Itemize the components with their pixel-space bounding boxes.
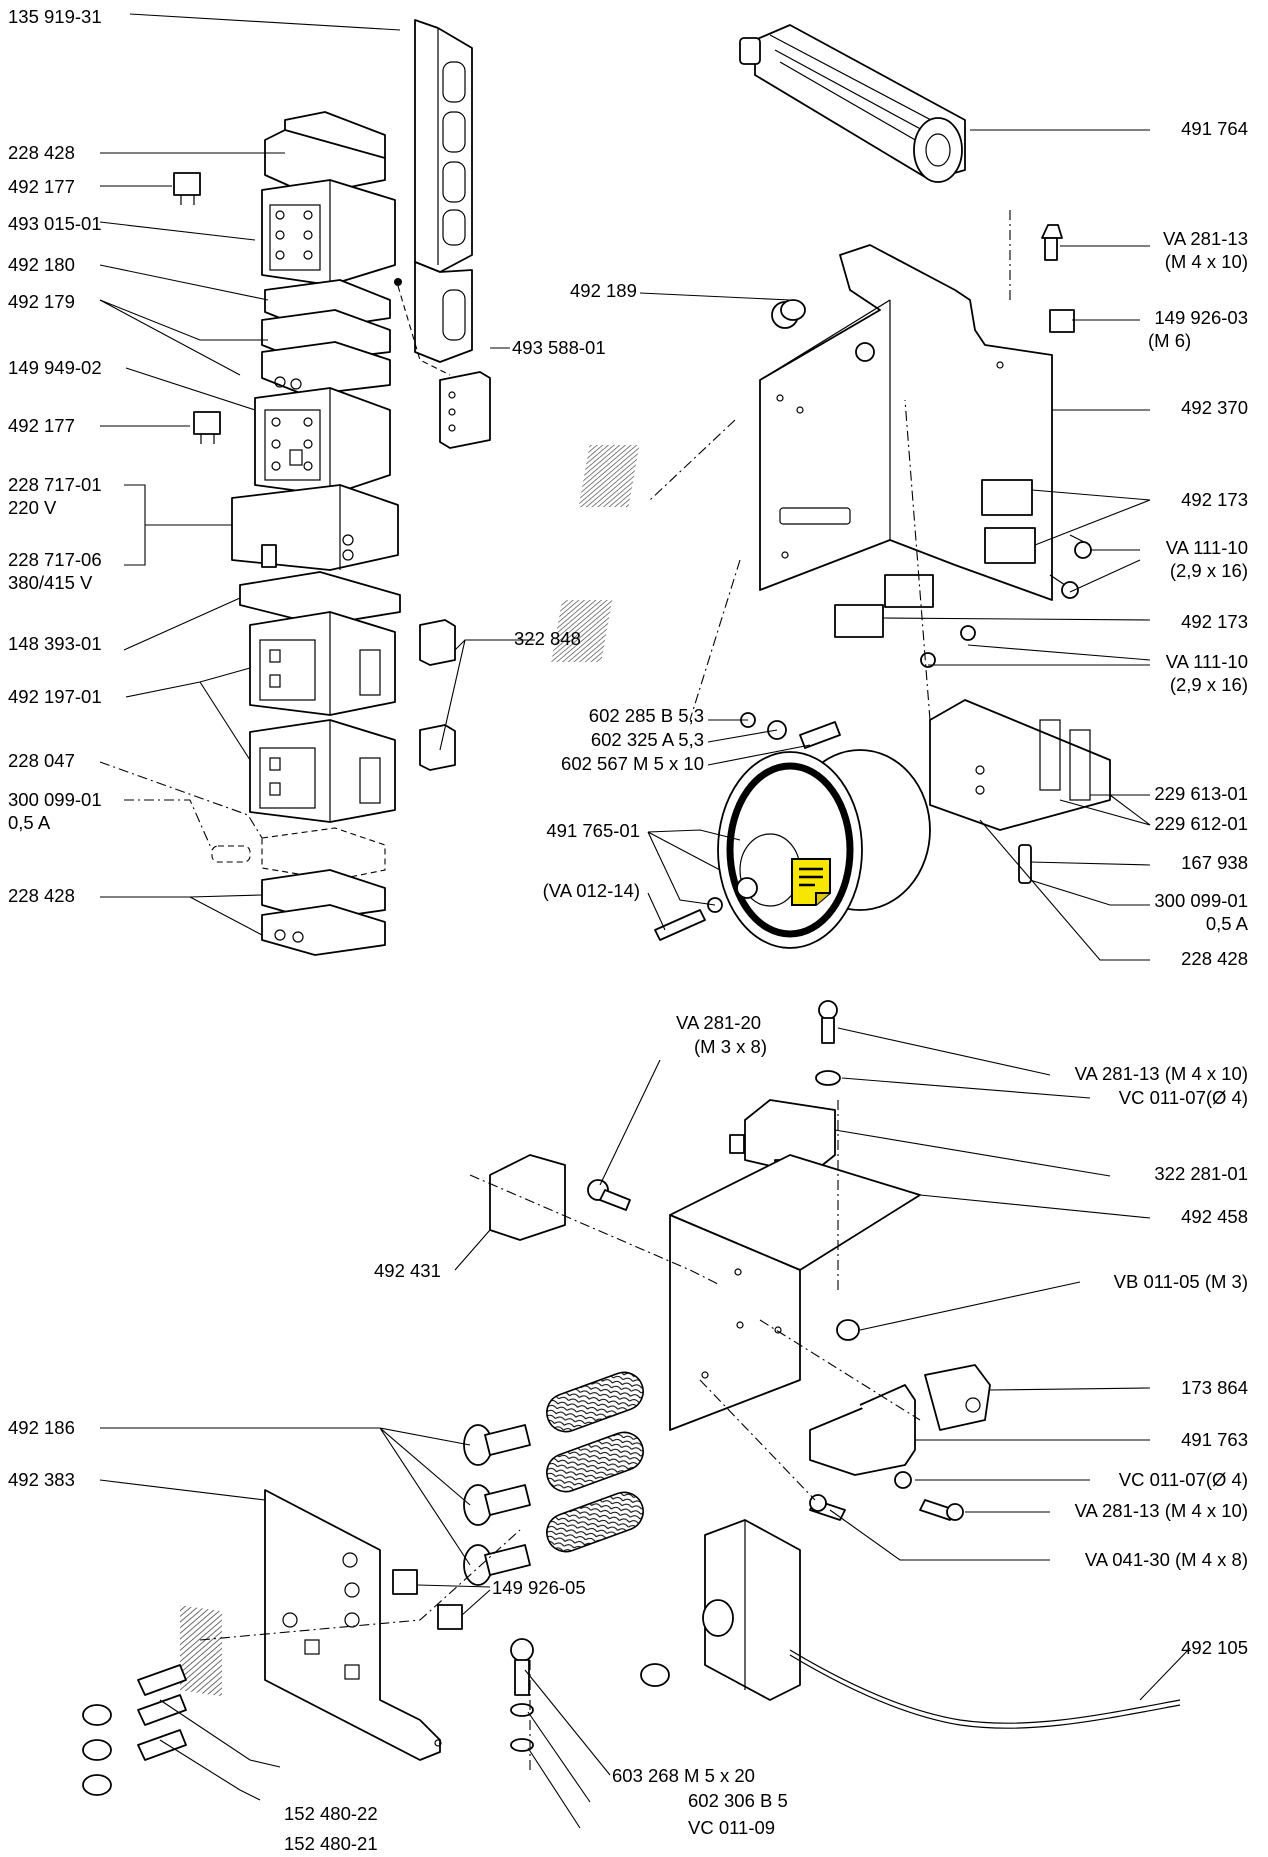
part-number-label: VA 281-13 (M 4 x 10) [1074,1500,1248,1521]
part-number-label: VA 041-30 (M 4 x 8) [1084,1549,1248,1570]
part-number-label: 228 717-06 [8,549,102,570]
part-number-label: 492 173 [1181,611,1248,632]
voltage-label: 220 V [8,497,57,518]
voltage-label: 380/415 V [8,572,93,593]
part-number-label: 492 180 [8,254,75,275]
part-number-label: 493 588-01 [512,337,606,358]
part-number-label: 152 480-21 [284,1833,378,1854]
part-number-label: 228 047 [8,750,75,771]
part-number-label: 602 285 B 5,3 [588,705,704,726]
screw-size-label: (2,9 x 16) [1169,560,1248,581]
screw-size-label: (M 3 x 8) [694,1036,767,1057]
leader-lines-left [99,13,535,936]
part-number-label: 492 179 [8,291,75,312]
part-number-label: 491 764 [1181,118,1248,139]
part-number-label: VA 281-20 [676,1012,762,1033]
part-number-label: 492 177 [8,415,75,436]
part-number-label: 492 186 [8,1417,75,1438]
part-number-label: VA 281-13 (M 4 x 10) [1074,1063,1248,1084]
part-number-label: 228 717-01 [8,474,102,495]
part-number-label: 228 428 [8,142,75,163]
din-rail-stack [173,19,491,956]
part-number-label: 152 480-22 [284,1803,378,1824]
part-number-label: VB 011-05 (M 3) [1113,1271,1248,1292]
part-number-label: 493 015-01 [8,213,102,234]
part-number-label: 492 105 [1181,1637,1248,1658]
part-number-label: 300 099-01 [8,789,102,810]
fuse-rating-label: 0,5 A [1205,913,1248,934]
part-number-label: 492 458 [1181,1206,1248,1227]
part-number-label: 135 919-31 [8,6,102,27]
part-number-label: 492 173 [1181,489,1248,510]
part-number-label: VA 111-10 [1165,651,1248,672]
part-number-label: 602 306 B 5 [688,1790,788,1811]
part-number-label: VC 011-09 [688,1817,776,1838]
part-number-label: 491 765-01 [546,820,640,841]
fuse-rating-label: 0,5 A [8,812,51,833]
part-number-label: 322 281-01 [1154,1163,1248,1184]
part-number-label: 173 864 [1181,1377,1248,1398]
part-number-label: 603 268 M 5 x 20 [612,1765,755,1786]
sticky-note-icon[interactable] [790,857,832,907]
part-number-label: 228 428 [1181,948,1248,969]
screw-size-label: (M 6) [1148,330,1192,351]
screw-size-label: (M 4 x 10) [1164,251,1248,272]
part-number-label: 300 099-01 [1154,890,1248,911]
part-number-label: VC 011-07(Ø 4) [1118,1087,1248,1108]
part-number-label: 149 926-05 [492,1577,586,1598]
part-number-label: 492 370 [1181,397,1248,418]
part-number-label: 149 926-03 [1154,307,1248,328]
part-number-label: 602 325 A 5,3 [590,729,704,750]
part-number-label: 492 197-01 [8,686,102,707]
screw-size-label: (2,9 x 16) [1169,674,1248,695]
part-number-label: 492 383 [8,1469,75,1490]
motor-bracket-assembly [551,24,1111,949]
part-number-label: 492 189 [570,280,637,301]
part-number-label: 492 431 [374,1260,441,1281]
switch-assembly [82,1000,1181,1796]
part-number-label: 148 393-01 [8,633,102,654]
leader-lines-bottom [99,1027,1191,1829]
part-number-label: 492 177 [8,176,75,197]
part-number-label: VC 011-07(Ø 4) [1118,1469,1248,1490]
leader-lines-right [639,129,1151,961]
part-number-label: 229 613-01 [1154,783,1248,804]
part-number-label: 167 938 [1181,852,1248,873]
part-number-label: 322 848 [514,628,581,649]
part-number-label: VA 111-10 [1165,537,1248,558]
part-number-label: VA 281-13 [1162,228,1248,249]
part-number-label: 229 612-01 [1154,813,1248,834]
part-number-label: 228 428 [8,885,75,906]
part-number-label: (VA 012-14) [542,880,640,901]
part-number-label: 149 949-02 [8,357,102,378]
part-number-label: 491 763 [1181,1429,1248,1450]
part-number-label: 602 567 M 5 x 10 [561,753,704,774]
